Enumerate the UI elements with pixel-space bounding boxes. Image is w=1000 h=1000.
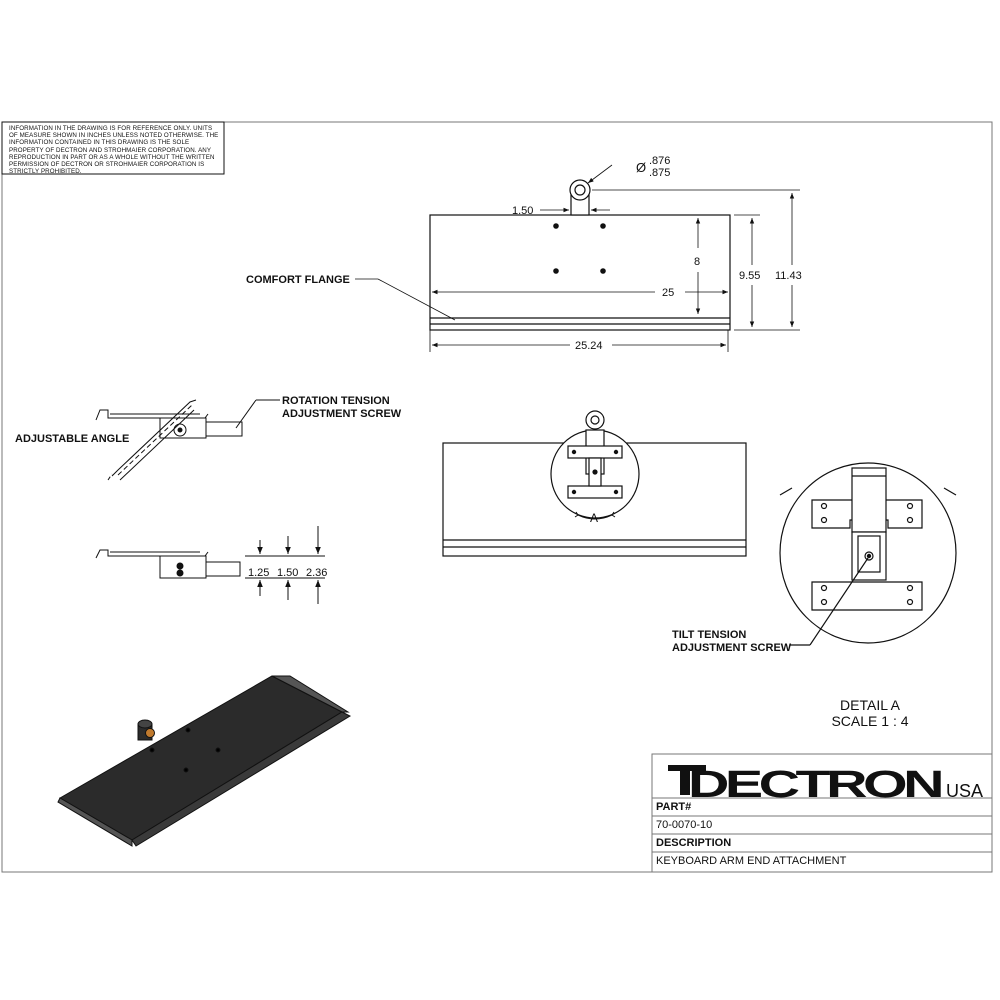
detail-a-caption: DETAIL A SCALE 1 : 4 xyxy=(800,697,940,729)
front-view-labels: Ø .876 .875 1.50 8 25 25.24 9.55 11.43 C… xyxy=(246,155,802,352)
overall-width-dim: 25.24 xyxy=(575,340,603,352)
detail-scale: SCALE 1 : 4 xyxy=(831,713,909,729)
drawing-notice: INFORMATION IN THE DRAWING IS FOR REFERE… xyxy=(9,125,219,176)
tilt-tension-label-1: TILT TENSION xyxy=(672,629,746,641)
description-label: DESCRIPTION xyxy=(656,837,732,849)
part-number: 70-0070-10 xyxy=(656,819,713,831)
notice-box xyxy=(1,121,225,175)
logo-text: DECTRON xyxy=(688,764,941,806)
description-value: KEYBOARD ARM END ATTACHMENT xyxy=(656,855,847,867)
hole-upper-dim: .876 xyxy=(649,155,670,167)
comfort-flange-label: COMFORT FLANGE xyxy=(246,274,350,286)
rear-view xyxy=(442,410,747,557)
body-height-dim: 9.55 xyxy=(739,270,760,282)
tray-outline xyxy=(429,214,731,331)
detail-title: DETAIL A xyxy=(840,697,900,713)
hole-lower-dim: .875 xyxy=(649,167,670,179)
rear-view-labels: A xyxy=(590,511,598,525)
front-view-dimensions xyxy=(355,164,800,352)
total-height-dim: 11.43 xyxy=(775,270,802,282)
rotation-tension-label-1: ROTATION TENSION xyxy=(282,395,390,407)
detail-a-marker: A xyxy=(590,511,598,525)
mount-hole xyxy=(600,223,606,229)
mount-eye-inner xyxy=(574,184,586,196)
mount-hole xyxy=(553,223,559,229)
part-label: PART# xyxy=(656,801,692,813)
adjustable-angle-labels: ADJUSTABLE ANGLE ROTATION TENSION ADJUST… xyxy=(15,395,402,445)
offset-dim: 1.50 xyxy=(512,205,533,217)
title-block xyxy=(651,753,993,873)
mount-hole xyxy=(600,268,606,274)
dectron-logo: DECTRON USA xyxy=(668,764,983,806)
adjustable-angle-view xyxy=(95,399,280,481)
side-dim-c: 2.36 xyxy=(306,567,327,579)
front-view xyxy=(429,179,731,331)
diameter-symbol: Ø xyxy=(636,160,646,175)
side-dim-a: 1.25 xyxy=(248,567,269,579)
detail-a-labels: TILT TENSION ADJUSTMENT SCREW xyxy=(672,629,792,654)
mount-eye-outer xyxy=(569,179,591,201)
detail-a-view xyxy=(779,462,957,646)
sheet-border xyxy=(1,121,993,873)
rotation-tension-label-2: ADJUSTMENT SCREW xyxy=(282,408,402,420)
adjustable-angle-label: ADJUSTABLE ANGLE xyxy=(15,433,129,445)
tilt-tension-label-2: ADJUSTMENT SCREW xyxy=(672,642,792,654)
side-view-labels: 1.25 1.50 2.36 xyxy=(248,567,327,579)
mount-hole xyxy=(553,268,559,274)
iso-tray-body xyxy=(59,675,344,841)
side-view xyxy=(95,526,325,604)
side-dim-b: 1.50 xyxy=(277,567,298,579)
inner-width-dim: 25 xyxy=(662,287,674,299)
inner-height-dim: 8 xyxy=(694,256,700,268)
isometric-view xyxy=(57,675,352,847)
logo-suffix: USA xyxy=(946,781,983,801)
